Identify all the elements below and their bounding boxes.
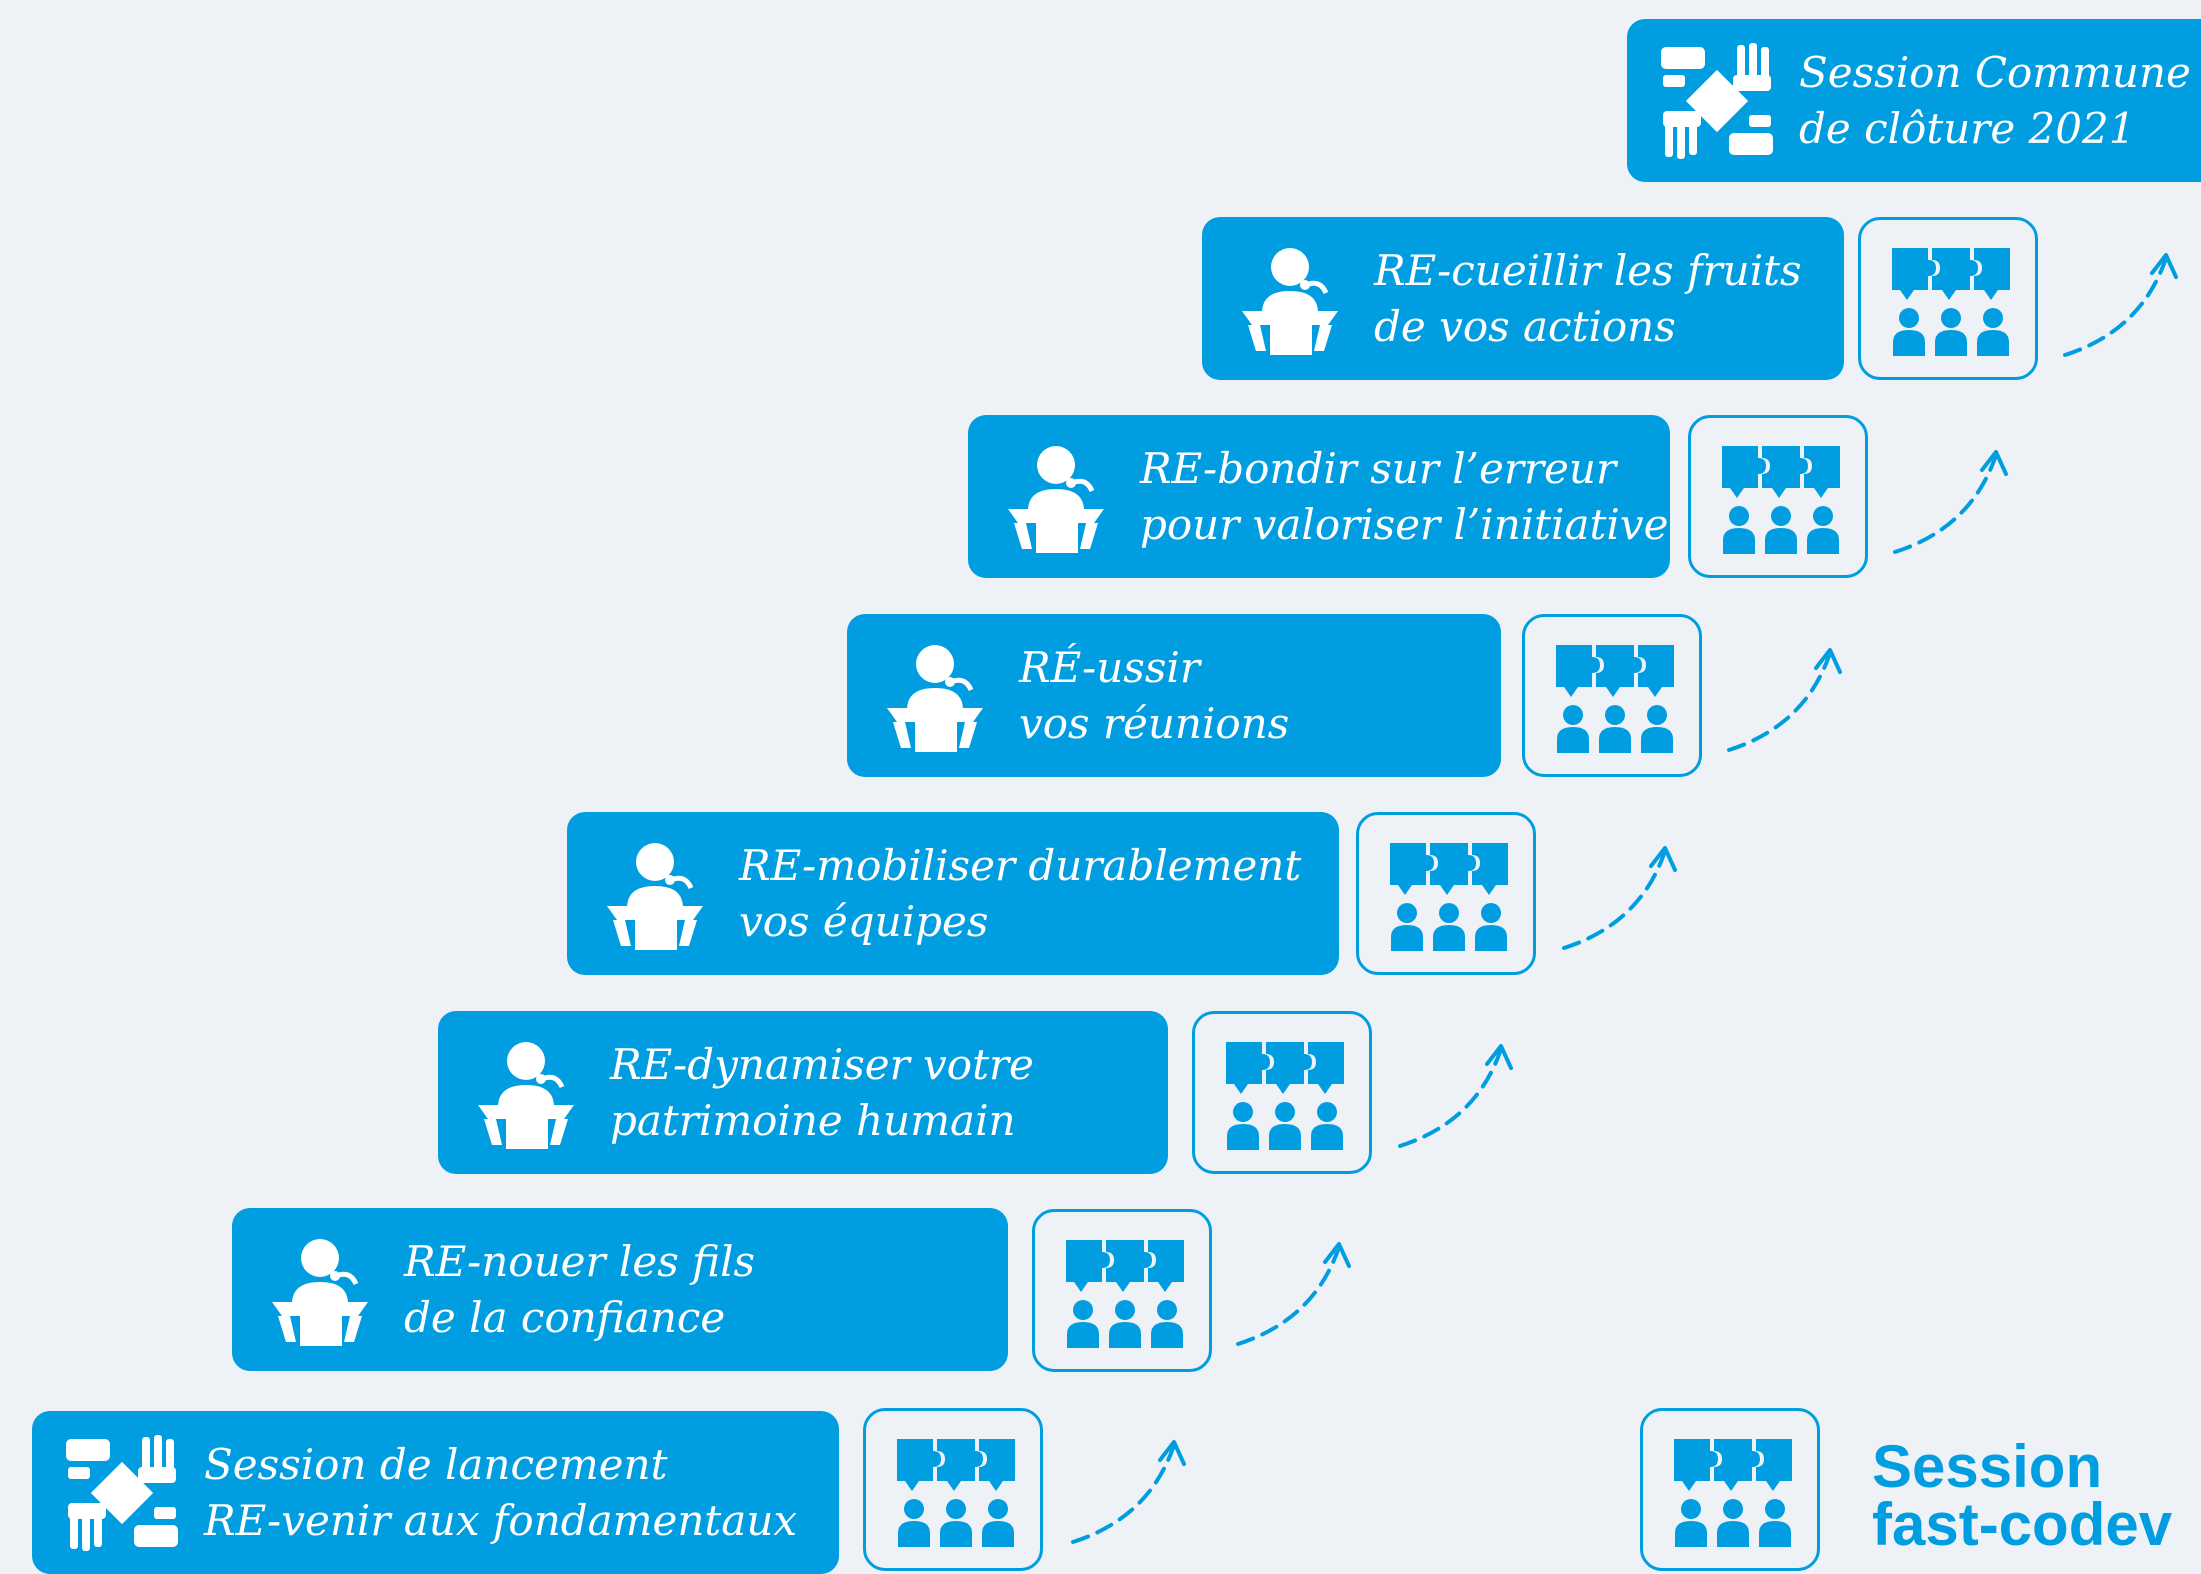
step-label-line1: Session Commune bbox=[1799, 47, 2191, 97]
legend-codev-box bbox=[1640, 1408, 1820, 1571]
speaker-podium-icon bbox=[877, 636, 997, 756]
handshake-icon bbox=[62, 1433, 182, 1553]
step-label: Session Commune de clôture 2021 bbox=[1799, 45, 2191, 157]
dashed-arrow-icon bbox=[1395, 1034, 1515, 1154]
step-label-line2: de la confiance bbox=[404, 1292, 726, 1342]
codev-group-icon bbox=[1064, 1238, 1186, 1350]
dashed-arrow-icon bbox=[1068, 1430, 1188, 1550]
codev-box bbox=[1522, 614, 1702, 777]
legend-label-line1: Session bbox=[1872, 1433, 2103, 1500]
step-label-line2: pour valoriser l’initiative bbox=[1140, 499, 1669, 549]
step-label: RE-cueillir les fruits de vos actions bbox=[1374, 243, 1802, 355]
step-label-line2: de vos actions bbox=[1374, 301, 1676, 351]
step-label-line1: RE-nouer les fils bbox=[404, 1236, 756, 1286]
step-label: RE-dynamiser votre patrimoine humain bbox=[610, 1037, 1034, 1149]
step-reussir: RÉ-ussir vos réunions bbox=[847, 614, 1501, 777]
dashed-arrow-icon bbox=[1233, 1232, 1353, 1352]
codev-group-icon bbox=[1554, 643, 1676, 755]
step-session-lancement: Session de lancement RE-venir aux fondam… bbox=[32, 1411, 839, 1574]
codev-group-icon bbox=[1224, 1040, 1346, 1152]
dashed-arrow-icon bbox=[1890, 440, 2010, 560]
dashed-arrow-icon bbox=[1724, 638, 1844, 758]
handshake-icon bbox=[1657, 41, 1777, 161]
step-label-line1: RE-bondir sur l’erreur bbox=[1140, 443, 1617, 493]
step-label-line2: patrimoine humain bbox=[610, 1095, 1016, 1145]
step-label-line1: Session de lancement bbox=[204, 1439, 668, 1489]
step-label: Session de lancement RE-venir aux fondam… bbox=[204, 1437, 797, 1549]
step-rebondir: RE-bondir sur l’erreur pour valoriser l’… bbox=[968, 415, 1670, 578]
step-label-line1: RE-mobiliser durablement bbox=[739, 840, 1302, 890]
step-label: RE-bondir sur l’erreur pour valoriser l’… bbox=[1140, 441, 1668, 553]
step-label: RÉ-ussir vos réunions bbox=[1019, 640, 1289, 752]
codev-group-icon bbox=[1672, 1437, 1794, 1549]
codev-box bbox=[1688, 415, 1868, 578]
step-label-line2: vos équipes bbox=[739, 896, 989, 946]
step-label: RE-nouer les fils de la confiance bbox=[404, 1234, 755, 1346]
codev-group-icon bbox=[895, 1437, 1017, 1549]
legend-label-line2: fast-codev bbox=[1872, 1491, 2173, 1558]
step-label-line2: de clôture 2021 bbox=[1799, 103, 2136, 153]
step-session-cloture: Session Commune de clôture 2021 bbox=[1627, 19, 2201, 182]
codev-box bbox=[863, 1408, 1043, 1571]
step-renouer: RE-nouer les fils de la confiance bbox=[232, 1208, 1008, 1371]
dashed-arrow-icon bbox=[1559, 836, 1679, 956]
speaker-podium-icon bbox=[468, 1033, 588, 1153]
step-label-line1: RE-cueillir les fruits bbox=[1374, 245, 1802, 295]
speaker-podium-icon bbox=[998, 437, 1118, 557]
step-label: RE-mobiliser durablement vos équipes bbox=[739, 838, 1301, 950]
step-redynamiser: RE-dynamiser votre patrimoine humain bbox=[438, 1011, 1168, 1174]
codev-box bbox=[1032, 1209, 1212, 1372]
codev-group-icon bbox=[1720, 444, 1842, 556]
codev-box bbox=[1858, 217, 2038, 380]
speaker-podium-icon bbox=[262, 1230, 382, 1350]
codev-group-icon bbox=[1388, 841, 1510, 953]
step-label-line1: RÉ-ussir bbox=[1019, 642, 1200, 692]
speaker-podium-icon bbox=[1232, 239, 1352, 359]
step-remobiliser: RE-mobiliser durablement vos équipes bbox=[567, 812, 1339, 975]
step-label-line2: vos réunions bbox=[1019, 698, 1290, 748]
legend-label: Session fast-codev bbox=[1872, 1433, 2173, 1558]
codev-box bbox=[1356, 812, 1536, 975]
step-label-line2: RE-venir aux fondamentaux bbox=[204, 1495, 798, 1545]
dashed-arrow-icon bbox=[2060, 243, 2180, 363]
codev-group-icon bbox=[1890, 246, 2012, 358]
step-recueillir: RE-cueillir les fruits de vos actions bbox=[1202, 217, 1844, 380]
codev-box bbox=[1192, 1011, 1372, 1174]
step-label-line1: RE-dynamiser votre bbox=[610, 1039, 1034, 1089]
speaker-podium-icon bbox=[597, 834, 717, 954]
